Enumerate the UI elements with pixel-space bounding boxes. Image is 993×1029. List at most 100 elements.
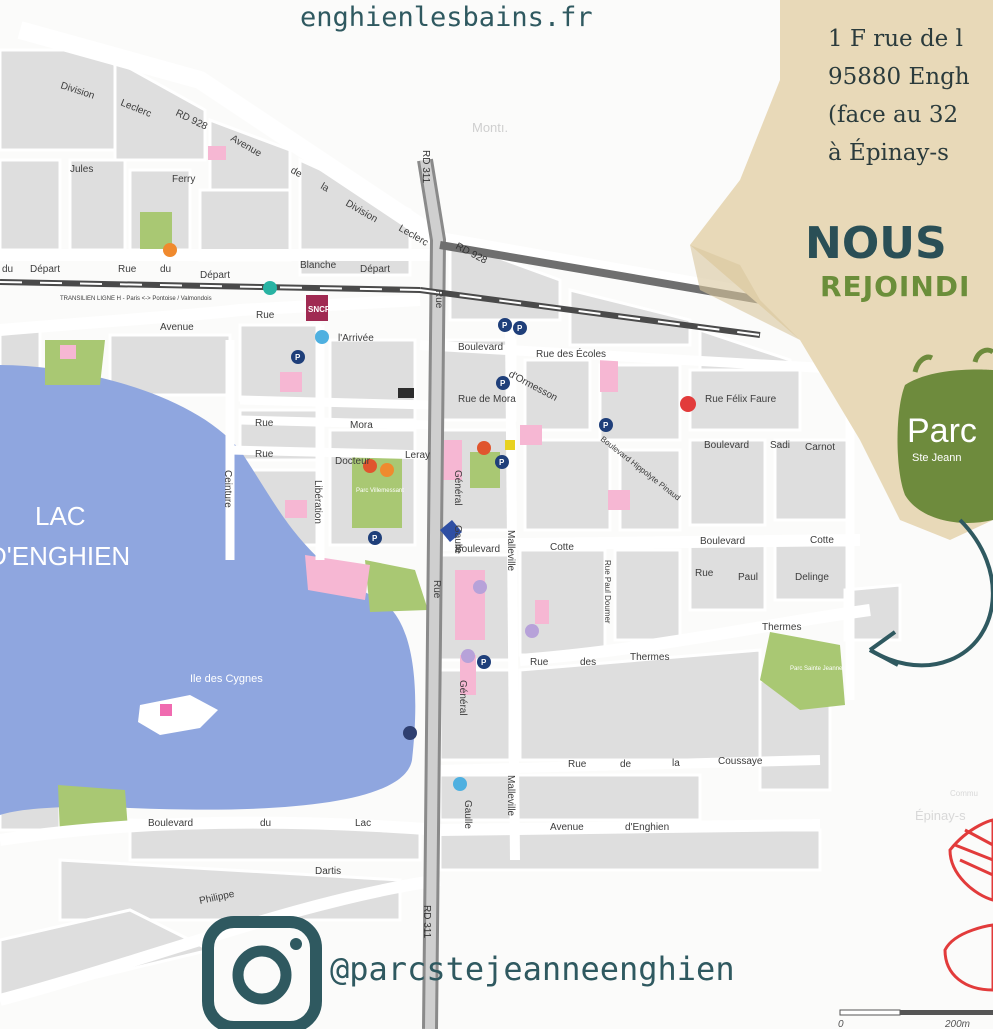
street-label: Général — [452, 470, 463, 506]
park-villemessant — [352, 452, 402, 528]
direction-arrow — [868, 518, 993, 668]
street-label: Ceinture — [222, 470, 233, 508]
street-label: Carnot — [805, 442, 835, 453]
block — [0, 158, 62, 252]
logo-sub: Ste Jeann — [912, 452, 962, 464]
parking-markers — [291, 318, 613, 669]
poi-icon — [680, 396, 696, 412]
lake-label: LAC — [35, 501, 86, 531]
poi-icon — [440, 520, 462, 542]
parking-label: P — [481, 658, 487, 667]
logo-name: Parc — [907, 412, 977, 450]
road-boulevard — [419, 340, 861, 375]
main-roads — [0, 21, 871, 1006]
lake-label-2: D'ENGHIEN — [0, 541, 130, 571]
area-label: Commu — [950, 789, 978, 798]
road-division-leclerc — [17, 21, 445, 248]
instagram-icon[interactable] — [202, 916, 322, 1029]
road-mora — [239, 415, 431, 430]
street-label: Ferry — [172, 174, 195, 185]
building — [285, 500, 307, 518]
parking-label: P — [502, 321, 508, 330]
street-label: Départ — [30, 264, 60, 275]
block — [688, 438, 767, 527]
parking-label: P — [295, 353, 301, 362]
street-label: Boulevard — [458, 342, 503, 353]
street-label: Rue — [530, 657, 549, 668]
parking-icon — [498, 318, 512, 332]
building — [520, 425, 542, 445]
poi-icon — [163, 243, 177, 257]
road-label: Rue — [431, 580, 442, 599]
title-main: NOUS — [805, 218, 947, 269]
street-label: Départ — [200, 270, 230, 281]
street-label: Rue — [568, 759, 587, 770]
poi-icon — [453, 777, 467, 791]
park-label: Parc Sainte Jeanne — [790, 666, 843, 672]
street-label: Dartis — [315, 866, 341, 877]
poi-icon — [380, 463, 394, 477]
park — [365, 560, 428, 612]
road-lac — [0, 816, 821, 846]
street-label: Rue de Mora — [458, 394, 516, 405]
poi-icon — [473, 580, 487, 594]
street-label: Thermes — [630, 652, 669, 663]
road-label: Rue — [433, 290, 444, 309]
street-label: Malleville — [505, 530, 516, 572]
anchor-icon — [403, 726, 417, 740]
street-label: de — [289, 165, 305, 180]
seashell-illustration — [943, 818, 993, 992]
island — [138, 695, 218, 735]
block — [113, 57, 207, 162]
parking-icon — [368, 531, 382, 545]
street-label: du — [160, 264, 171, 275]
parking-label: P — [500, 379, 506, 388]
street-label: Docteur — [335, 456, 371, 467]
block — [438, 773, 702, 822]
area-label: Montı. — [472, 120, 508, 135]
street-label: Départ — [360, 264, 390, 275]
shell-bottom — [943, 923, 993, 992]
lake — [0, 365, 416, 815]
area-label: Épinay-s — [915, 808, 966, 823]
block — [613, 548, 682, 642]
street-label: Thermes — [762, 622, 801, 633]
parking-icon — [291, 350, 305, 364]
isle-label: Ile des Cygnes — [190, 673, 263, 685]
road-thermes — [519, 604, 871, 666]
road-arrivee — [0, 294, 421, 336]
street-label: Boulevard — [455, 544, 500, 555]
railway-dash — [0, 281, 761, 336]
park-label: Parc Villemessant — [356, 488, 404, 494]
road-cotte — [439, 534, 861, 551]
block — [518, 648, 762, 762]
poi-icon — [315, 330, 329, 344]
address-line: 1 F rue de l — [828, 26, 963, 52]
street-label: Sadi — [770, 440, 790, 451]
website-url[interactable]: enghienlesbains.fr — [300, 2, 593, 33]
street-label: Mora — [350, 420, 373, 431]
poi-icon — [363, 459, 377, 473]
street-label: Rue — [255, 449, 274, 460]
park-sainte-jeanne — [760, 632, 845, 710]
street-label: Leray — [405, 450, 430, 461]
building — [460, 655, 476, 695]
address-line: 95880 Engh — [828, 64, 970, 90]
road-coussaye — [439, 755, 821, 775]
street-label: la — [672, 758, 680, 769]
street-label: Boulevard — [148, 818, 193, 829]
street-label: de — [620, 759, 632, 770]
street-label: du — [2, 264, 13, 275]
block — [438, 828, 822, 872]
parking-icon — [599, 418, 613, 432]
instagram-handle[interactable]: @parcstejeanneenghien — [330, 950, 735, 988]
building — [208, 146, 226, 160]
poi-icon — [525, 624, 539, 638]
poi-icon — [505, 440, 515, 450]
road-philippe — [0, 874, 441, 1006]
street-label: Boulevard — [700, 536, 745, 547]
shell-ridges — [954, 828, 993, 877]
street-label: Cotte — [550, 542, 574, 553]
address-line: (face au 32 — [828, 102, 959, 128]
